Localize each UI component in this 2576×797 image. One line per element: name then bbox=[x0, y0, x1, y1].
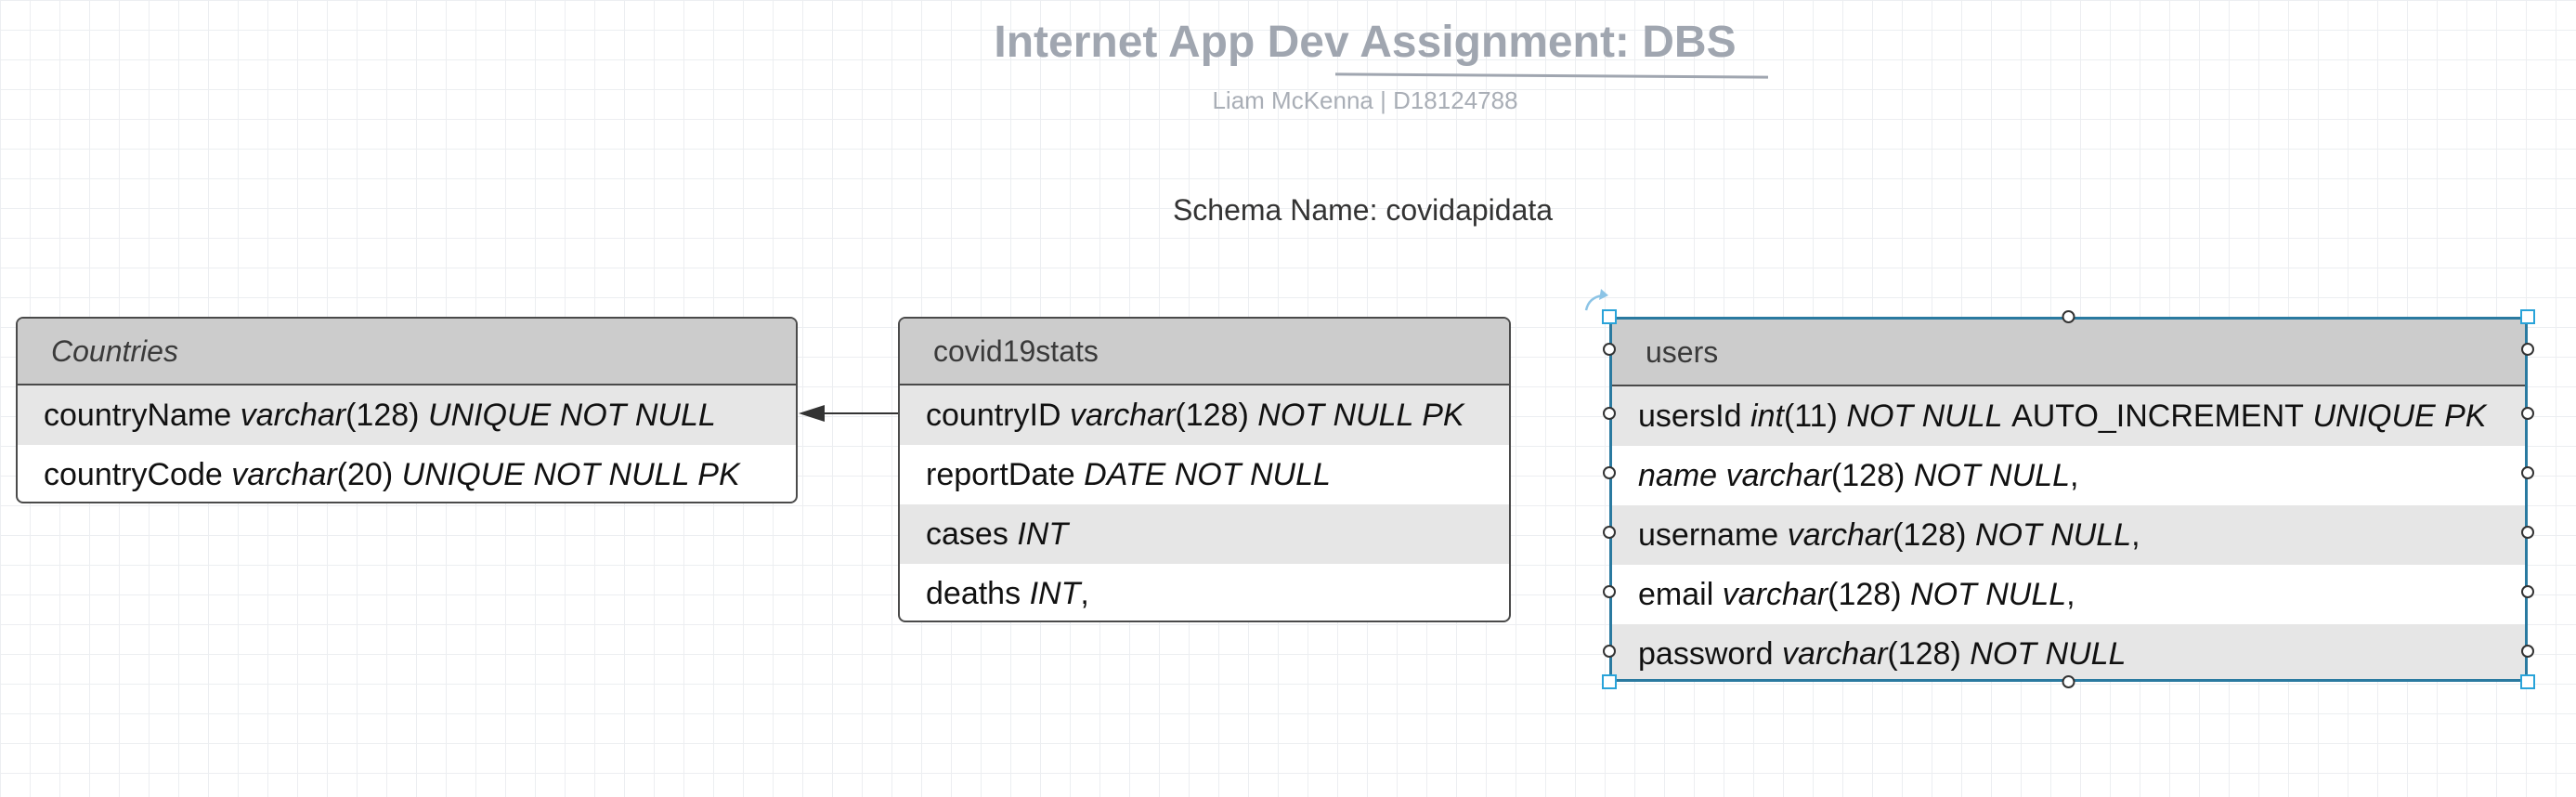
field-token: (128) bbox=[1828, 576, 1902, 612]
field-token: NOT NULL bbox=[1910, 576, 2067, 612]
field-token: UNIQUE NOT NULL bbox=[427, 397, 716, 433]
field-token: int bbox=[1750, 398, 1784, 434]
field-token: password bbox=[1638, 635, 1774, 672]
field-token: cases bbox=[926, 516, 1008, 552]
field-token: (11) bbox=[1783, 398, 1838, 434]
rotate-arrowhead bbox=[1599, 289, 1608, 300]
field-token: name bbox=[1638, 457, 1718, 493]
field-token: (128) bbox=[345, 397, 420, 433]
field-token: deaths bbox=[926, 575, 1021, 611]
field-token: , bbox=[2131, 516, 2140, 553]
field-token: reportDate bbox=[926, 456, 1075, 492]
title-underline bbox=[1334, 72, 1769, 79]
field-token: NOT NULL bbox=[1913, 457, 2070, 493]
diagram-title: Internet App Dev Assignment: DBS bbox=[994, 18, 1737, 67]
arrow-left-icon bbox=[799, 405, 825, 422]
field-token: , bbox=[2066, 576, 2075, 612]
field-token: (128) bbox=[1830, 457, 1906, 493]
field-token: (128) bbox=[1887, 635, 1961, 672]
field-token: varchar bbox=[1782, 635, 1888, 672]
schema-label[interactable]: Schema Name: covidapidata bbox=[1172, 193, 1554, 227]
rotate-icon[interactable] bbox=[1584, 294, 1604, 311]
field-token: varchar bbox=[231, 456, 337, 492]
field-token: (128) bbox=[1893, 516, 1967, 553]
field-token: INT bbox=[1029, 575, 1081, 611]
field-token: NOT NULL bbox=[1970, 635, 2127, 672]
field-token: AUTO_INCREMENT bbox=[2011, 398, 2304, 434]
field-token: varchar bbox=[1070, 397, 1176, 433]
field-token: usersId bbox=[1638, 398, 1742, 434]
entity-header-users[interactable]: users bbox=[1612, 320, 2525, 386]
field-token: DATE NOT NULL bbox=[1084, 456, 1331, 492]
field-token: (128) bbox=[1175, 397, 1249, 433]
field-token: varchar bbox=[1725, 457, 1831, 493]
field-token: email bbox=[1638, 576, 1714, 612]
field-token: NOT NULL PK bbox=[1257, 397, 1464, 433]
field-token: , bbox=[1080, 575, 1089, 611]
field-token: countryName bbox=[44, 397, 232, 433]
entity-header-countries[interactable]: Countries bbox=[18, 319, 796, 385]
field-token: INT bbox=[1017, 516, 1069, 552]
field-token: varchar bbox=[1722, 576, 1828, 612]
field-token: countryID bbox=[926, 397, 1061, 433]
field-token: username bbox=[1638, 516, 1779, 553]
field-token: UNIQUE PK bbox=[2312, 398, 2487, 434]
field-token: varchar bbox=[240, 397, 346, 433]
field-token: NOT NULL bbox=[1846, 398, 2003, 434]
field-token: countryCode bbox=[44, 456, 223, 492]
entity-header-covid19stats[interactable]: covid19stats bbox=[900, 319, 1509, 385]
field-token: , bbox=[2069, 457, 2079, 493]
field-token: (20) bbox=[336, 456, 394, 492]
diagram-subtitle: Liam McKenna | D18124788 bbox=[1212, 86, 1518, 114]
field-token: NOT NULL bbox=[1974, 516, 2132, 553]
field-token: varchar bbox=[1787, 516, 1893, 553]
field-token: UNIQUE NOT NULL PK bbox=[401, 456, 740, 492]
